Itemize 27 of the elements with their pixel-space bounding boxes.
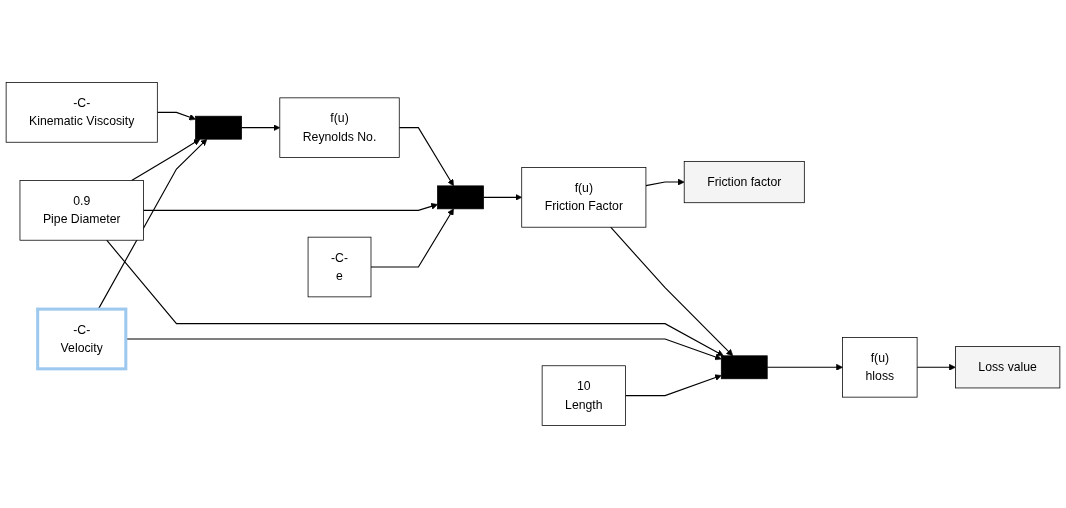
node-bar <box>437 185 484 210</box>
arrow <box>240 124 281 132</box>
arrow <box>97 138 208 310</box>
node-box: -C- Velocity <box>36 307 128 371</box>
node-box: -C- Kinematic Viscosity <box>5 82 158 143</box>
arrow <box>645 178 685 187</box>
node-box: 10 Length <box>541 365 626 426</box>
arrow <box>106 239 724 357</box>
node-box: -C- e <box>307 236 372 298</box>
node-box: f(u) Reynolds No. <box>279 97 400 158</box>
arrow <box>131 138 201 182</box>
arrow <box>398 127 454 187</box>
arrow <box>610 226 734 357</box>
arrow <box>156 111 196 121</box>
arrow <box>624 374 722 397</box>
arrow <box>370 208 454 268</box>
node-box: f(u) Friction Factor <box>521 167 647 228</box>
arrow <box>142 203 438 211</box>
node-bar <box>720 355 768 380</box>
arrow <box>766 363 843 371</box>
node-box: 0.9 Pipe Diameter <box>19 180 144 241</box>
node-box: f(u) hloss <box>842 337 918 398</box>
node-box: Loss value <box>955 346 1061 389</box>
node-bar <box>195 115 242 140</box>
node-box: Friction factor <box>683 161 805 204</box>
arrow <box>916 363 956 371</box>
arrow <box>482 194 523 201</box>
